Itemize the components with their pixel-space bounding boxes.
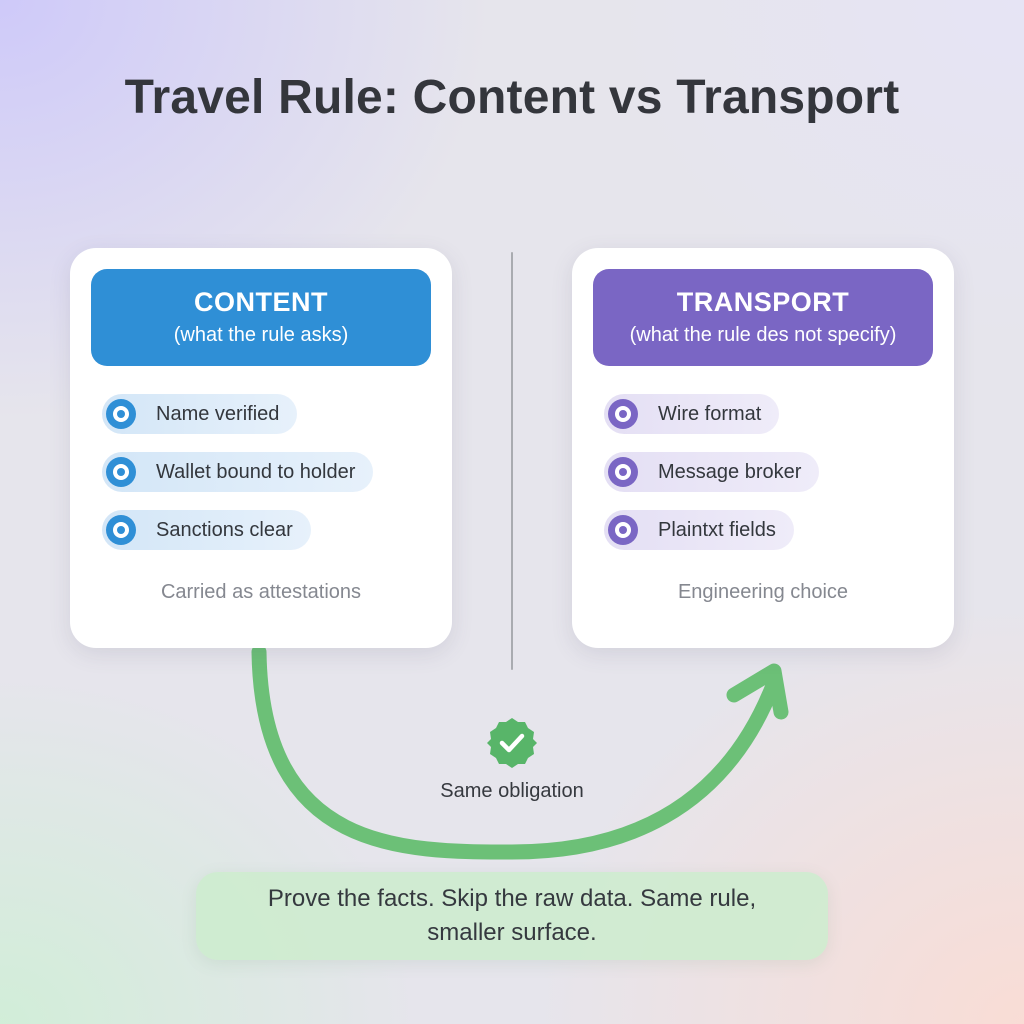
content-item-label: Name verified <box>156 402 280 425</box>
center-divider <box>511 252 513 670</box>
transport-item-message-broker: Message broker <box>604 452 820 492</box>
takeaway-box: Prove the facts. Skip the raw data. Same… <box>196 872 828 960</box>
content-item-name-verified: Name verified <box>102 394 298 434</box>
content-item-label: Sanctions clear <box>156 518 293 541</box>
radio-dot-icon <box>106 399 136 429</box>
diagram-title: Travel Rule: Content vs Transport <box>124 71 900 124</box>
content-card-title: CONTENT <box>194 287 328 317</box>
transport-item-plaintext-fields: Plaintxt fields <box>604 510 794 550</box>
transport-card-subtitle: (what the rule des not specify) <box>629 324 897 346</box>
content-item-wallet-bound: Wallet bound to holder <box>102 452 374 492</box>
content-card-subtitle: (what the rule asks) <box>173 324 349 346</box>
transport-card-footer: Engineering choice <box>677 581 849 603</box>
content-item-sanctions-clear: Sanctions clear <box>102 510 311 550</box>
radio-dot-icon <box>608 457 638 487</box>
transport-card-header: TRANSPORT (what the rule des not specify… <box>593 269 933 366</box>
content-card-footer: Carried as attestations <box>160 581 362 603</box>
radio-dot-icon <box>608 515 638 545</box>
content-item-label: Wallet bound to holder <box>156 460 356 483</box>
transport-item-wire-format: Wire format <box>604 394 780 434</box>
transport-card-title: TRANSPORT <box>676 287 850 317</box>
radio-dot-icon <box>106 515 136 545</box>
radio-dot-icon <box>106 457 136 487</box>
check-icon <box>487 718 537 768</box>
arrow-label: Same obligation <box>440 780 584 802</box>
transport-card: TRANSPORT (what the rule des not specify… <box>572 248 954 648</box>
arrow-curve <box>251 644 780 860</box>
transport-item-label: Wire format <box>658 402 762 425</box>
transport-item-label: Message broker <box>658 460 802 483</box>
content-card-header: CONTENT (what the rule asks) <box>91 269 431 366</box>
arrow-head <box>726 663 789 720</box>
takeaway-text: Prove the facts. Skip the raw data. Same… <box>267 885 757 946</box>
content-card: CONTENT (what the rule asks) Name verifi… <box>70 248 452 648</box>
transport-item-label: Plaintxt fields <box>658 518 776 541</box>
radio-dot-icon <box>608 399 638 429</box>
